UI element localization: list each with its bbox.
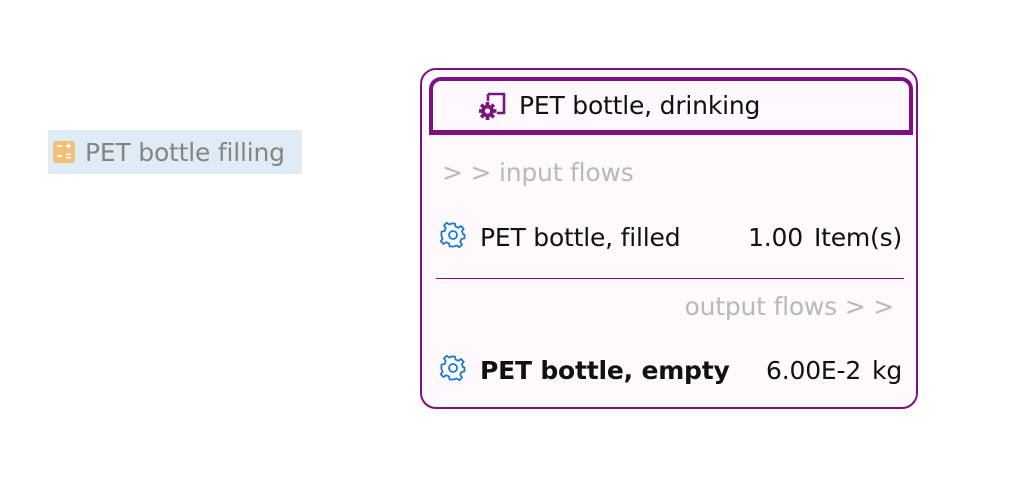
input-flows-label: > > input flows: [442, 158, 634, 187]
process-title: PET bottle, drinking: [519, 91, 761, 120]
flow-divider: [436, 278, 904, 279]
process-node-expanded[interactable]: PET bottle, drinking > > input flows PET…: [420, 68, 918, 409]
process-icon: [479, 92, 506, 120]
output-flow-row[interactable]: PET bottle, empty 6.00E-2 kg: [440, 352, 902, 388]
flow-unit: kg: [872, 355, 902, 385]
input-flow-row[interactable]: PET bottle, filled 1.00 Item(s): [440, 219, 902, 255]
gear-icon: [440, 222, 466, 248]
gear-icon: [440, 355, 466, 381]
flow-name: PET bottle, filled: [480, 222, 681, 252]
output-flows-label: output flows > >: [684, 292, 894, 321]
calculator-icon: [53, 141, 75, 163]
flow-amount: 1.00: [748, 222, 803, 252]
process-node-collapsed[interactable]: PET bottle filling: [48, 130, 302, 174]
process-header[interactable]: PET bottle, drinking: [429, 77, 913, 135]
process-node-label: PET bottle filling: [85, 137, 285, 167]
flow-amount: 6.00E-2: [766, 355, 862, 385]
flow-name: PET bottle, empty: [480, 355, 730, 385]
flow-unit: Item(s): [813, 222, 902, 252]
